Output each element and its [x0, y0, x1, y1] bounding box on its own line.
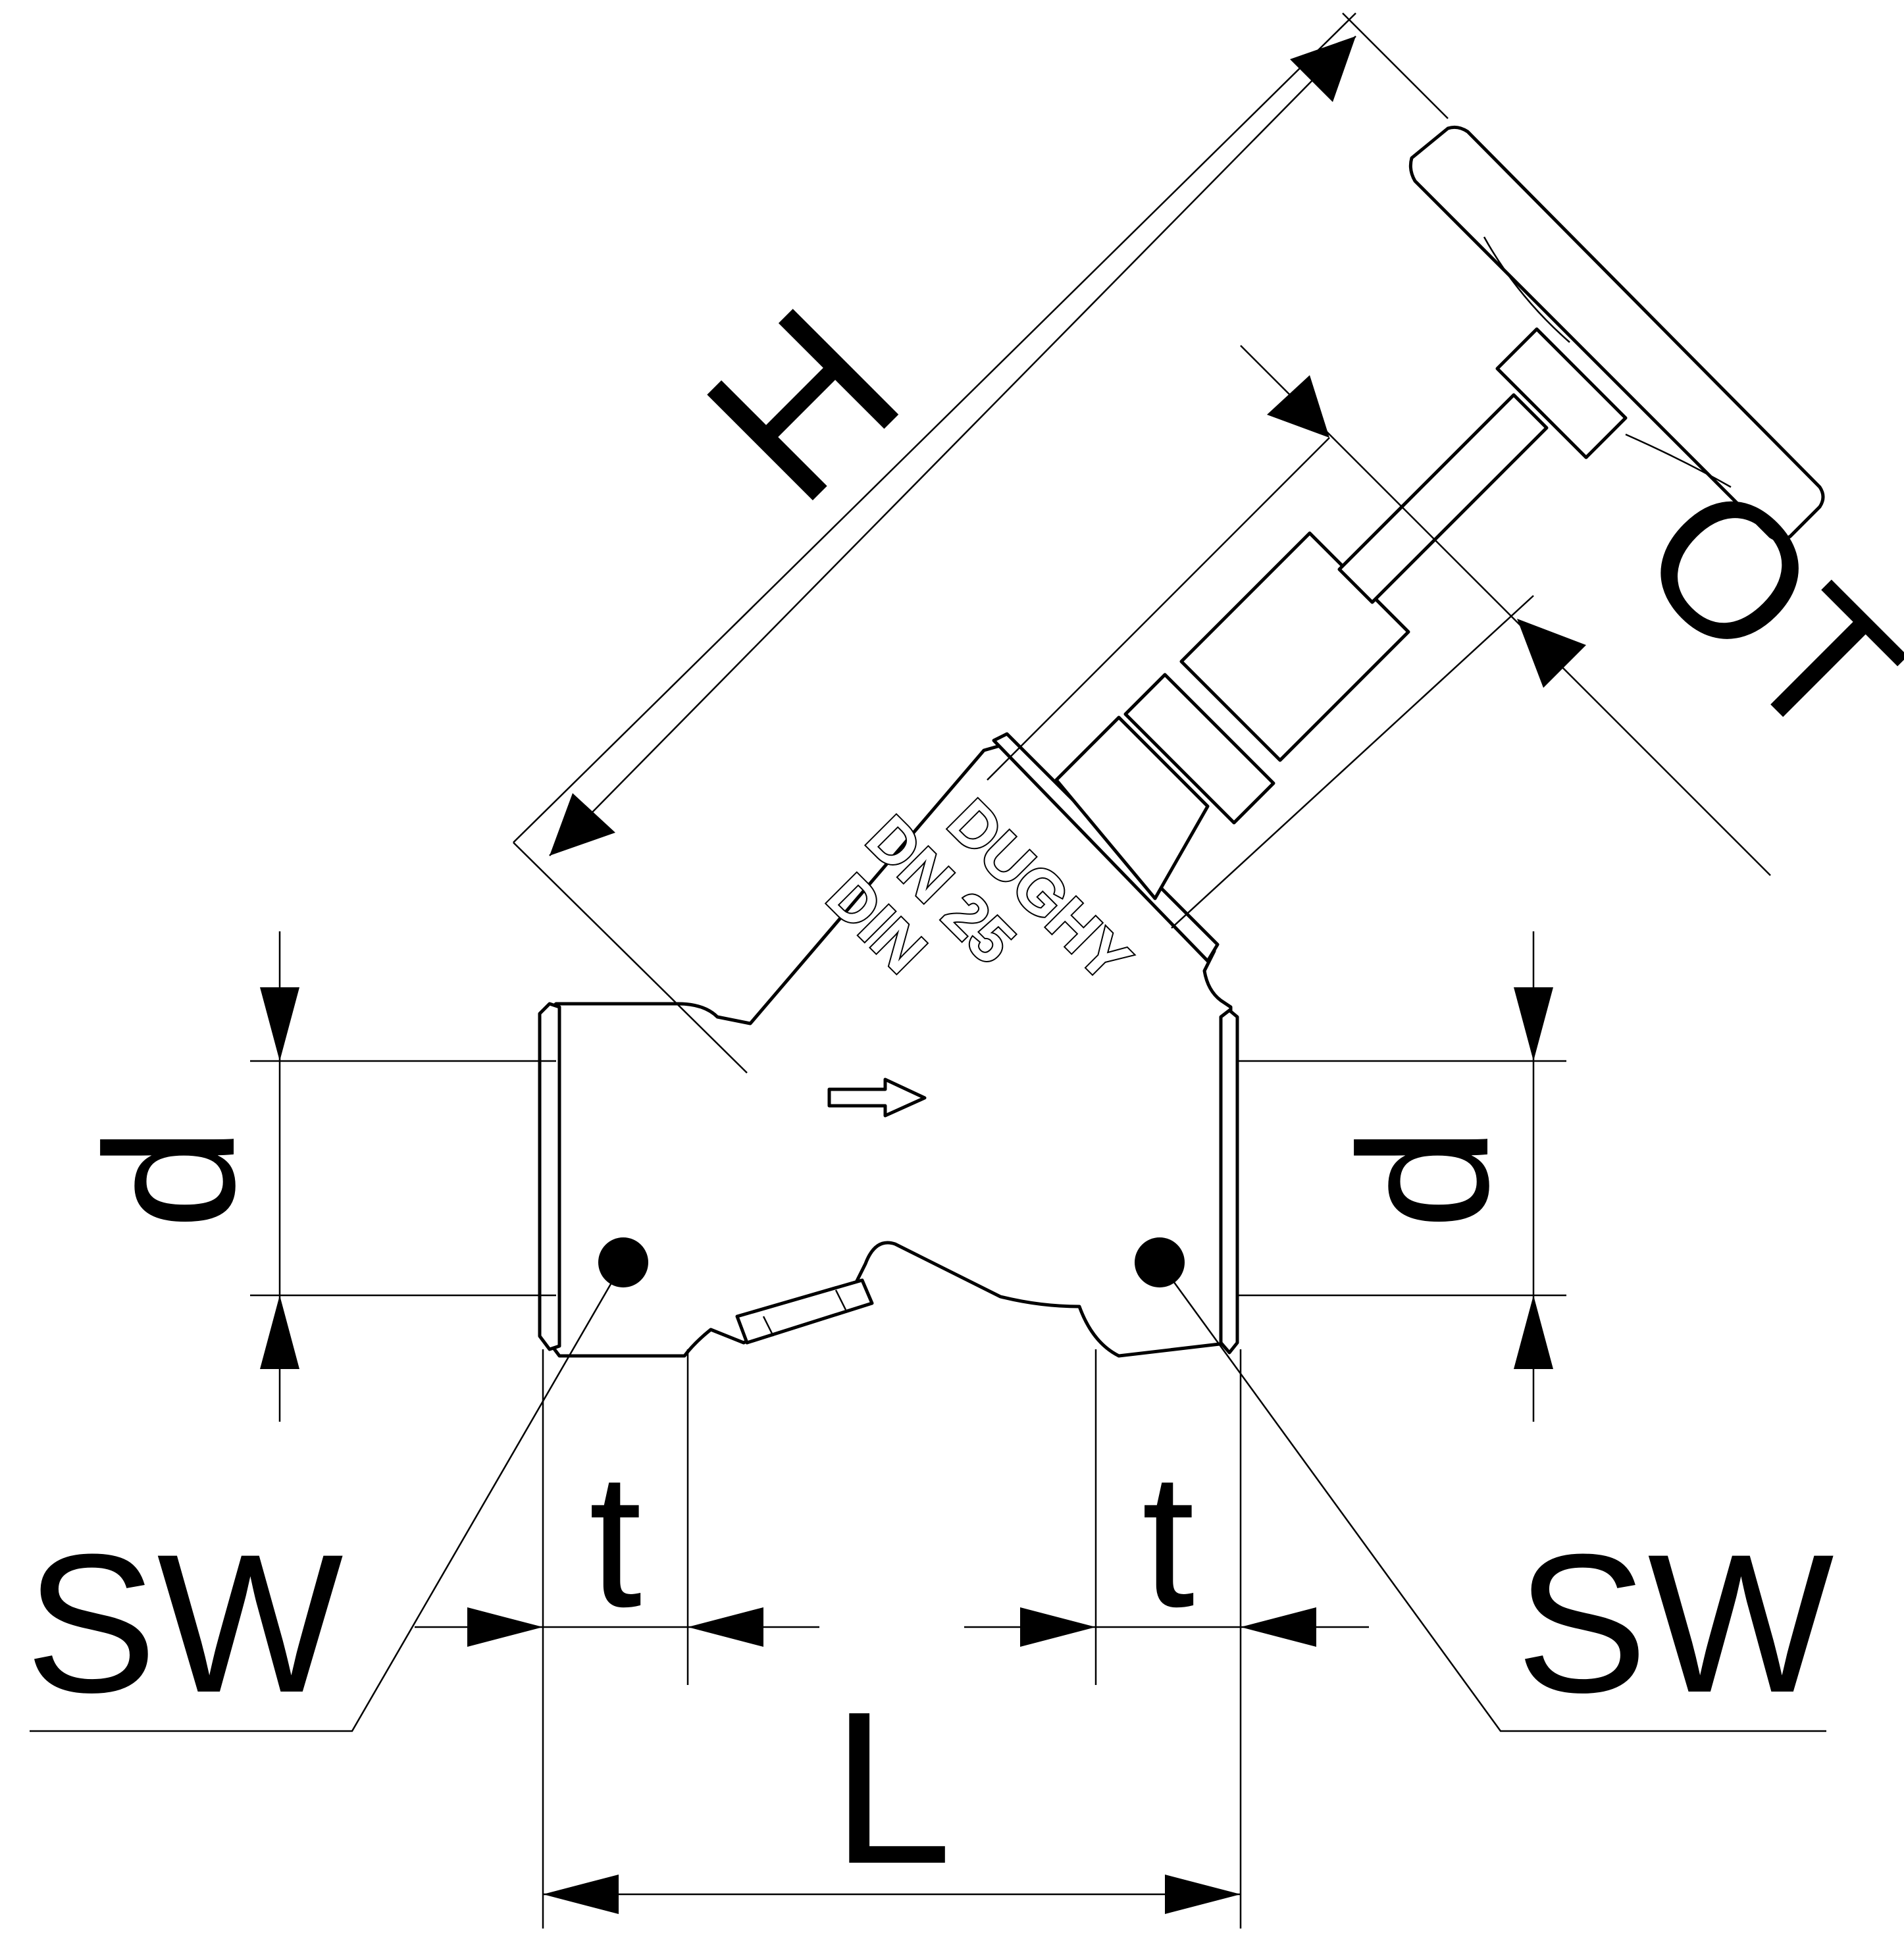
dim-l-arrow: [543, 1875, 619, 1914]
drain-plug-line: [762, 1316, 775, 1337]
dim-ot-line: [987, 437, 1330, 781]
dimension-t-l: t t L: [415, 1349, 1369, 1929]
dim-ot-arrow: [1267, 375, 1329, 438]
valve-body: [538, 125, 1825, 1358]
dim-d-left-label: d: [68, 1127, 273, 1230]
weld-label-left: SW: [25, 1513, 345, 1734]
dim-h-line: [549, 36, 1356, 856]
dim-t-right-arrow: [1241, 1607, 1316, 1647]
right-socket: [1219, 1008, 1239, 1355]
dim-h-label: H: [661, 263, 943, 545]
handwheel-spoke: [1483, 236, 1732, 488]
weld-leader-left: [30, 1262, 625, 1732]
flow-arrow-icon: [827, 1077, 927, 1118]
dimension-d-right: d: [1237, 931, 1566, 1422]
handwheel: [1408, 125, 1825, 542]
left-socket: [538, 1002, 561, 1351]
dim-h-arrow: [1290, 36, 1356, 102]
dim-d-right-arrow: [1514, 987, 1553, 1061]
dim-ot-extension: [1240, 345, 1771, 876]
dim-t-right-arrow: [1020, 1607, 1096, 1647]
gland: [1179, 531, 1410, 762]
bonnet-flange: [992, 732, 1220, 963]
gland-nut: [1123, 673, 1275, 825]
dim-d-left-arrow: [260, 987, 299, 1061]
dim-t-left-label: t: [589, 1434, 643, 1647]
valve-body-outline: [538, 742, 1233, 1358]
dim-t-left-arrow: [688, 1607, 763, 1647]
dim-l-label: L: [831, 1666, 952, 1909]
dim-d-right-arrow: [1514, 1295, 1553, 1369]
weld-marker-right: SW: [1135, 1237, 1836, 1734]
dim-ot-label: OT: [1602, 442, 1904, 781]
weld-marker-left: SW: [25, 1237, 648, 1734]
dim-h-arrow: [550, 793, 615, 856]
weld-leader-right: [1158, 1262, 1826, 1732]
dim-t-left-arrow: [467, 1607, 543, 1647]
dim-l-arrow: [1165, 1875, 1241, 1914]
valve-stem: [1337, 393, 1549, 604]
dim-d-right-label: d: [1322, 1127, 1527, 1230]
dim-d-left-arrow: [260, 1295, 299, 1369]
bonnet: [1054, 715, 1210, 900]
weld-label-right: SW: [1516, 1513, 1836, 1734]
handwheel-hub: [1495, 327, 1628, 459]
drain-plug-line: [835, 1289, 847, 1310]
dim-ot-arrow: [1517, 619, 1586, 688]
dimension-d-left: d: [68, 931, 556, 1422]
dim-h-extension: [513, 842, 748, 1074]
dim-t-right-label: t: [1142, 1434, 1196, 1647]
dim-h-extension: [1342, 13, 1449, 119]
dim-h-extension: [513, 13, 1356, 843]
dim-ot-line: [1171, 595, 1534, 929]
